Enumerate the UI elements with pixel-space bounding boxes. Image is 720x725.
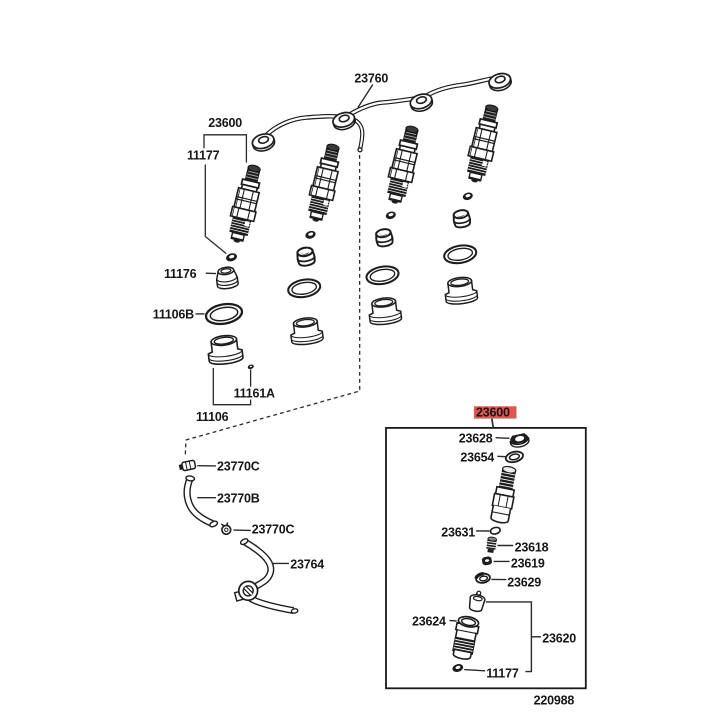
svg-text:23770B: 23770B <box>217 492 260 506</box>
svg-text:23600: 23600 <box>208 116 242 130</box>
svg-text:23600: 23600 <box>476 405 510 419</box>
svg-text:23760: 23760 <box>354 71 388 85</box>
svg-text:23654: 23654 <box>460 451 494 465</box>
svg-text:11176: 11176 <box>164 267 197 281</box>
svg-text:11106B: 11106B <box>153 308 194 322</box>
svg-text:23770C: 23770C <box>252 523 295 537</box>
svg-text:11106: 11106 <box>196 410 229 424</box>
svg-text:23631: 23631 <box>441 526 475 540</box>
svg-text:23620: 23620 <box>542 631 576 645</box>
svg-text:23628: 23628 <box>459 432 493 446</box>
svg-text:220988: 220988 <box>534 694 575 708</box>
svg-text:23619: 23619 <box>511 556 545 570</box>
svg-text:11161A: 11161A <box>234 386 275 400</box>
svg-text:23624: 23624 <box>412 615 446 629</box>
svg-text:23764: 23764 <box>290 557 324 571</box>
svg-text:23770C: 23770C <box>217 460 260 474</box>
svg-text:23618: 23618 <box>515 541 549 555</box>
svg-text:11177: 11177 <box>187 148 220 162</box>
svg-text:11177: 11177 <box>486 667 519 681</box>
svg-text:23629: 23629 <box>507 575 541 589</box>
